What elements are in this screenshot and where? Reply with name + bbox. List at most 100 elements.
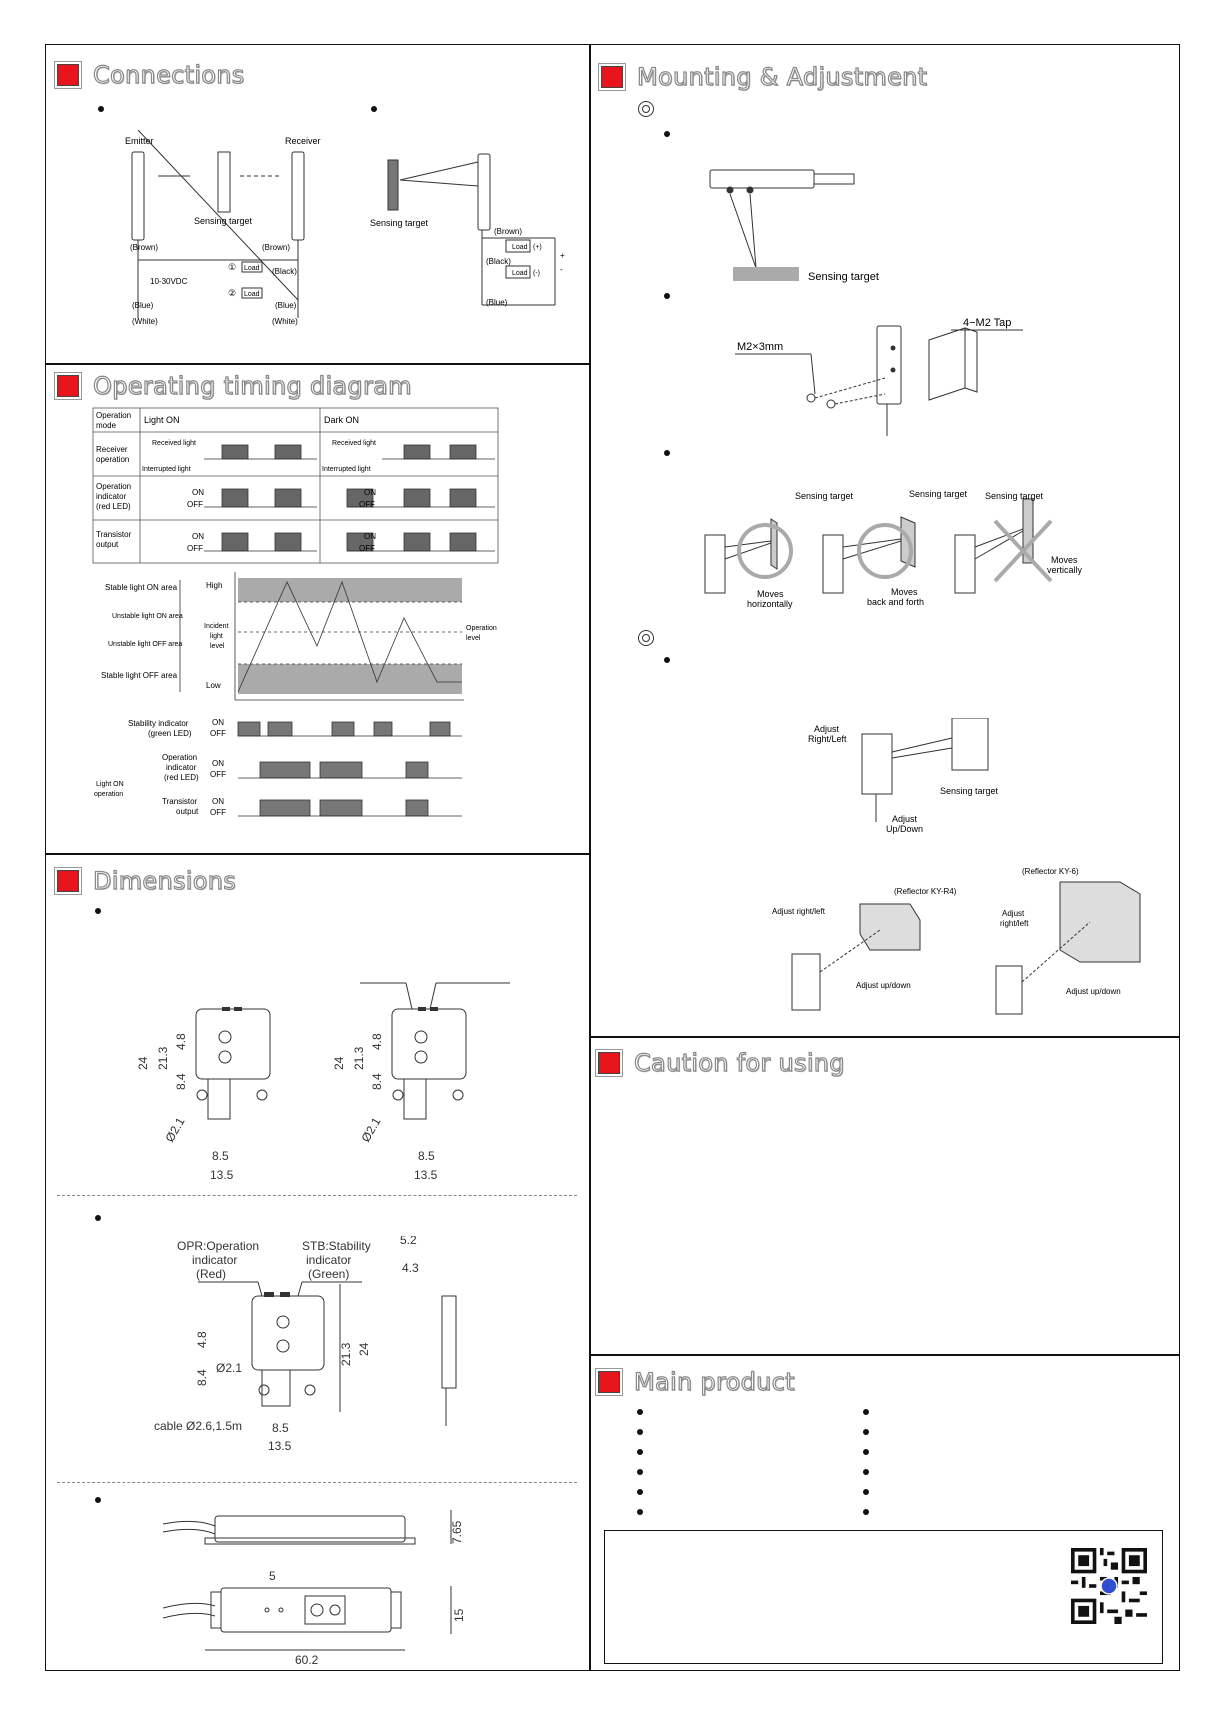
dimension-label: 24 — [136, 1056, 150, 1070]
mounting-label: Up/Down — [886, 824, 923, 834]
table-cell: OFF — [187, 544, 203, 553]
dimension-label: 13.5 — [414, 1168, 438, 1182]
table-label: indicator — [96, 492, 127, 501]
dimension-label: 8.5 — [212, 1149, 229, 1163]
bullet-icon — [863, 1409, 869, 1415]
load-label: Load — [512, 244, 528, 251]
double-circle-icon — [638, 101, 654, 117]
red-square-icon — [598, 1052, 620, 1074]
sensing-target-label: Sensing target — [194, 216, 253, 226]
mounting-label: Moves — [891, 587, 918, 597]
mounting-label: horizontally — [747, 599, 793, 609]
load-label: Load — [244, 265, 260, 272]
dimension-drawing-3: 7.65 5 15 60.2 — [162, 1510, 466, 1667]
dashed-divider — [57, 1195, 577, 1196]
level-label: (green LED) — [148, 729, 192, 738]
mounting-label: Adjust up/down — [1066, 987, 1121, 996]
section-mounting: Mounting & Adjustment — [601, 62, 928, 92]
dimension-label: 8.5 — [272, 1421, 289, 1435]
table-label: Operation — [96, 411, 131, 420]
light-level-diagram: Stable light ON area Unstable light ON a… — [94, 572, 497, 817]
dashed-divider — [57, 1482, 577, 1483]
mounting-diagram-5: (Reflector KY-R4) (Reflector KY-6) Adjus… — [772, 867, 1141, 1015]
level-label: Low — [206, 681, 221, 690]
bullet-icon — [637, 1469, 643, 1475]
dimension-drawing-1: 24 21.3 4.8 8.4 Ø2.1 8.5 13.5 24 21.3 4.… — [136, 982, 510, 1182]
wire-label: (White) — [272, 317, 298, 326]
wire-label: (Blue) — [486, 298, 508, 307]
section-connections: Connections — [57, 60, 245, 90]
wire-label: (Black) — [486, 257, 511, 266]
dimension-label: 8.4 — [195, 1369, 209, 1386]
table-header: Light ON — [144, 415, 180, 425]
dimension-label: 13.5 — [268, 1439, 292, 1453]
wire-label: (Blue) — [275, 301, 297, 310]
mounting-label: Sensing target — [985, 491, 1044, 501]
level-label: OFF — [210, 808, 226, 817]
wire-label: (Black) — [272, 267, 297, 276]
dimension-label: (Green) — [308, 1267, 349, 1281]
dimension-label: 24 — [357, 1342, 371, 1356]
dimension-label: 4.8 — [195, 1331, 209, 1348]
mounting-label: back and forth — [867, 597, 924, 607]
divider — [589, 1354, 1180, 1356]
terminal-label: ② — [228, 288, 236, 298]
dimension-label: 5 — [269, 1569, 276, 1583]
dimension-label: 15 — [452, 1608, 466, 1622]
bullet-icon — [637, 1449, 643, 1455]
mounting-label: Adjust — [814, 724, 840, 734]
polarity-label: (+) — [533, 244, 542, 251]
divider — [45, 853, 590, 855]
mounting-diagram-2: M2×3mm 4−M2 Tap — [735, 318, 1023, 436]
mounting-label: Adjust — [892, 814, 918, 824]
wire-label: (White) — [132, 317, 158, 326]
table-cell: ON — [364, 532, 376, 541]
dimension-label: 21.3 — [339, 1342, 353, 1366]
dimension-label: Ø2.1 — [358, 1115, 383, 1145]
level-label: level — [466, 635, 481, 642]
red-square-icon — [57, 375, 79, 397]
divider — [45, 363, 590, 365]
level-label: Incident — [204, 623, 229, 630]
dimension-label: 21.3 — [352, 1046, 366, 1070]
table-cell: ON — [192, 488, 204, 497]
mounting-label: right/left — [1000, 919, 1029, 928]
dimension-label: Ø2.1 — [216, 1361, 242, 1375]
level-label: Operation — [162, 753, 197, 762]
dimension-label: OPR:Operation — [177, 1239, 259, 1253]
table-label: output — [96, 540, 119, 549]
dimension-label: 7.65 — [450, 1520, 464, 1544]
dimension-label: (Red) — [196, 1267, 226, 1281]
qr-code-icon — [1071, 1548, 1147, 1624]
table-cell: ON — [364, 488, 376, 497]
connections-diagram: Emitter Receiver Sensing target (Brown) … — [125, 130, 565, 326]
polarity-label: (-) — [533, 270, 540, 277]
wire-label: (Brown) — [130, 243, 158, 252]
bullet-icon — [863, 1429, 869, 1435]
mounting-label: Moves — [1051, 555, 1078, 565]
table-cell: Interrupted light — [142, 466, 191, 473]
mounting-label: Adjust — [1002, 909, 1025, 918]
mounting-diagram-4: Adjust Right/Left Sensing target Adjust … — [808, 718, 999, 834]
mounting-label: Moves — [757, 589, 784, 599]
mounting-label: (Reflector KY-6) — [1022, 867, 1079, 876]
wire-label: (Brown) — [262, 243, 290, 252]
bullet-icon — [664, 131, 670, 137]
double-circle-icon — [638, 630, 654, 646]
level-label: Light ON — [96, 781, 124, 788]
table-cell: Interrupted light — [322, 466, 371, 473]
mounting-label: Sensing target — [795, 491, 854, 501]
dimension-label: 8.5 — [418, 1149, 435, 1163]
table-label: Transistor — [96, 530, 132, 539]
bullet-icon — [95, 1497, 101, 1503]
section-caution: Caution for using — [598, 1048, 845, 1078]
wire-label: (Blue) — [132, 301, 154, 310]
level-label: ON — [212, 718, 224, 727]
mounting-label: (Reflector KY-R4) — [894, 887, 957, 896]
dimension-label: 8.4 — [174, 1073, 188, 1090]
bullet-icon — [863, 1449, 869, 1455]
level-label: Unstable light OFF area — [108, 641, 182, 648]
level-label: OFF — [210, 770, 226, 779]
load-label: Load — [512, 270, 528, 277]
level-label: output — [176, 807, 199, 816]
